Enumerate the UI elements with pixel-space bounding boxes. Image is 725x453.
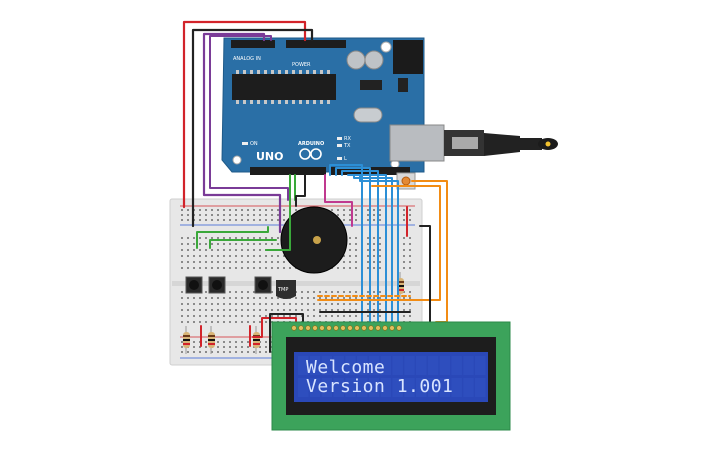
resistor-2[interactable] — [208, 326, 215, 354]
analog-header — [231, 40, 275, 48]
lcd-line-2: Version 1.001 — [306, 376, 453, 397]
wire-green-3 — [265, 174, 291, 251]
rx-led-label: RX — [344, 136, 351, 142]
wire-blue-5 — [353, 174, 393, 323]
wire-red-lcd — [252, 317, 297, 338]
push-button-1[interactable] — [185, 276, 203, 294]
push-button-3[interactable] — [254, 276, 272, 294]
wire-magenta — [324, 174, 353, 227]
wire-green-1 — [196, 226, 269, 249]
dc-jack — [393, 40, 423, 74]
tmp-sensor-label: TMP — [277, 287, 288, 293]
arduino-logo-icon — [299, 148, 322, 160]
wire-black-gnd — [191, 28, 314, 228]
lcd-char-grid — [298, 356, 486, 397]
wires — [182, 20, 448, 353]
temperature-sensor[interactable]: TMP — [276, 280, 296, 299]
wire-black-lcd — [269, 313, 304, 353]
tx-led-label: TX — [343, 143, 351, 149]
wire-green-2 — [209, 239, 277, 249]
arduino-brand: ARDUINO — [298, 141, 324, 147]
wire-black-rail — [419, 225, 431, 323]
on-led-label: ON — [250, 141, 258, 147]
wire-blue-2 — [335, 167, 371, 323]
lcd-pin-header — [291, 325, 402, 331]
l-led-label: L — [344, 156, 347, 162]
piezo-buzzer[interactable] — [280, 206, 348, 274]
power-label: POWER — [292, 62, 311, 68]
wire-blue-6 — [359, 174, 399, 323]
chip-pins-top — [236, 70, 330, 104]
wire-orange-2 — [317, 185, 441, 301]
analog-in-label: ANALOG IN — [233, 56, 261, 62]
wire-purple-2 — [209, 35, 289, 201]
wire-black-buzzer — [295, 174, 306, 207]
resistor-1[interactable] — [183, 326, 190, 354]
usb-port — [389, 124, 445, 162]
lcd-line-1: Welcome — [306, 357, 385, 378]
wire-blue-1 — [329, 164, 363, 323]
atmega-chip — [232, 74, 336, 100]
lcd-screen — [294, 352, 488, 402]
uno-label: UNO — [256, 150, 284, 163]
usb-cable — [444, 130, 558, 156]
wire-blue-3 — [341, 170, 379, 323]
arduino-uno-board[interactable]: ANALOG IN POWER ON RX TX L ARDUINO UNO — [221, 37, 445, 190]
lcd-module[interactable]: Welcome Version 1.001 — [271, 321, 511, 431]
push-button-2[interactable] — [208, 276, 226, 294]
crystal — [353, 107, 383, 123]
digital-header-left — [250, 167, 326, 175]
power-header — [286, 40, 346, 48]
